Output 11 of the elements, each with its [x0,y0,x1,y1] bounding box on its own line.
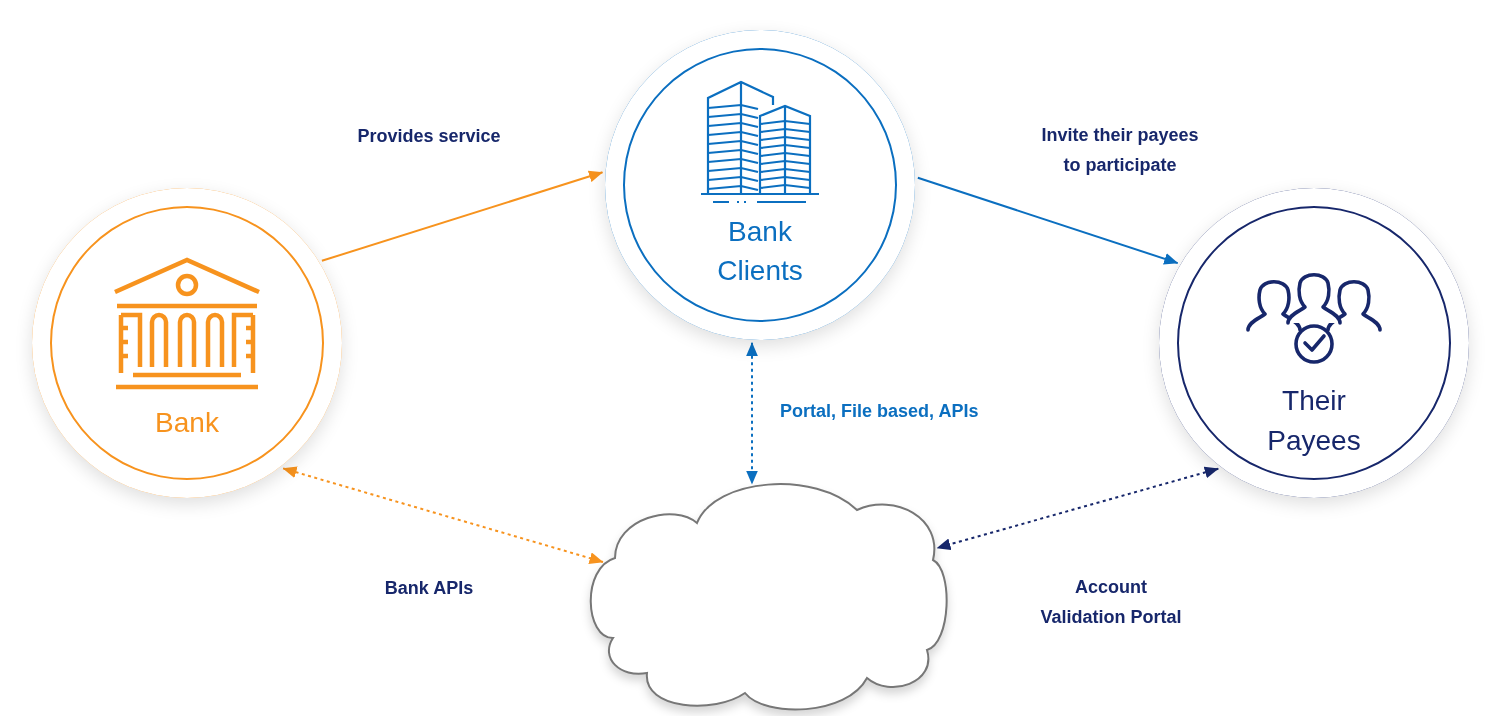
edge-label: Invite their payees to participate [1040,124,1200,177]
dotted-double-headed-arrow [282,466,604,564]
edge-label: Bank APIs [384,577,474,600]
edge-label: Account Validation Portal [1039,576,1183,629]
node-label: Bank Clients [716,215,804,288]
node-label: Their Payees [1266,384,1362,458]
arrow [916,176,1179,265]
dotted-double-headed-arrow [936,466,1220,551]
arrow [320,170,604,262]
node-label: Bank [155,406,219,440]
edge-label: Provides service [357,125,501,148]
